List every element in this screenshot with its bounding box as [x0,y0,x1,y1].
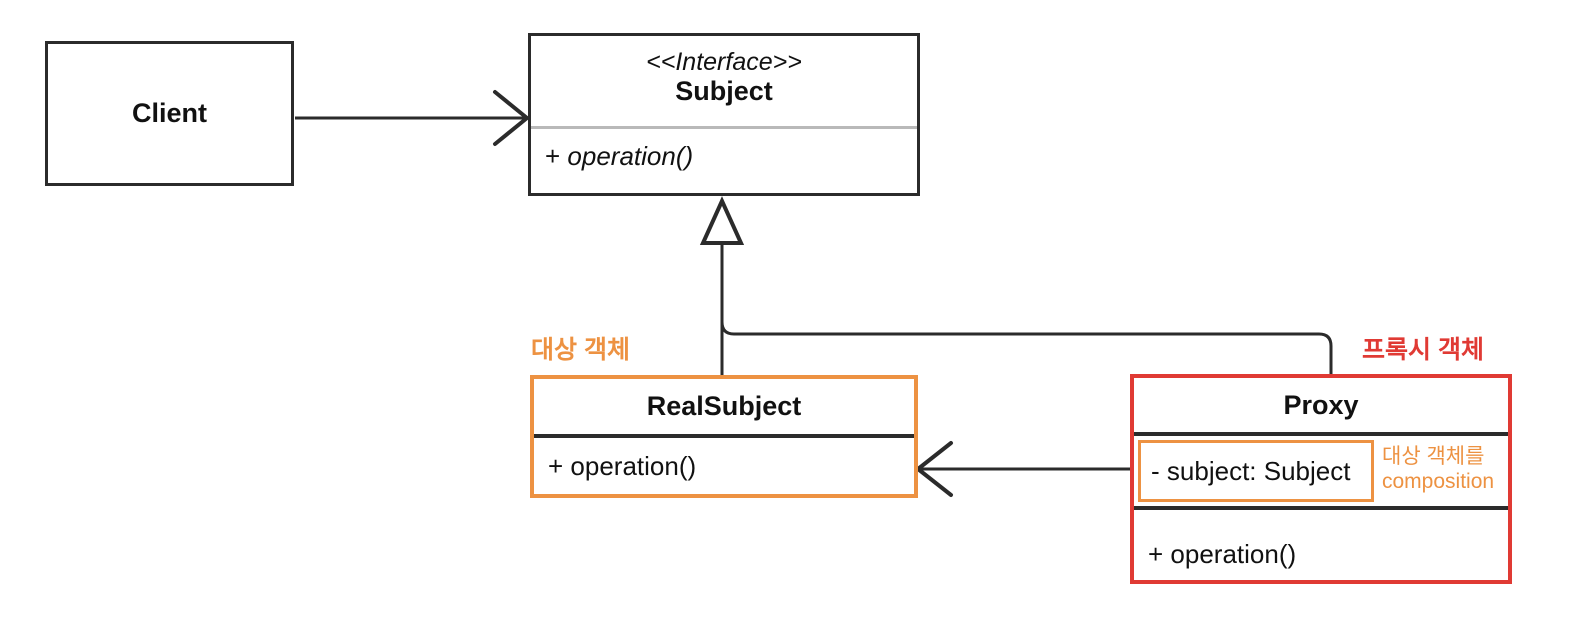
proxy-name-compartment: Proxy [1134,378,1508,436]
realsubject-class-name: RealSubject [646,391,802,422]
edge-realization-to-subject [699,196,1333,375]
proxy-class-name: Proxy [1283,389,1359,420]
proxy-operations-compartment: + operation() [1134,510,1508,580]
open-arrowhead-icon [493,90,529,146]
class-box-proxy[interactable]: Proxy - subject: Subject 대상 객체를 composit… [1130,374,1512,584]
proxy-operation-row: + operation() [1134,539,1296,570]
edge-proxy-to-realsubject [916,441,1130,497]
realsubject-name-compartment: RealSubject [534,379,914,438]
edge-client-to-subject [295,90,529,146]
subject-operation-row: + operation() [531,141,693,172]
subject-stereotype: <<Interface>> [646,48,802,76]
subject-operations-compartment: + operation() [531,129,917,193]
subject-name-compartment: <<Interface>> Subject [531,36,917,129]
proxy-attribute-visibility: - [1151,455,1160,486]
proxy-operation-visibility: + [1148,538,1164,569]
proxy-attribute-row: - subject: Subject [1141,456,1350,487]
subject-operation-visibility: + [545,141,561,171]
proxy-subject-field-highlight: - subject: Subject [1138,440,1374,502]
annotation-proxy-label: 프록시 객체 [1362,336,1484,364]
class-box-subject[interactable]: <<Interface>> Subject + operation() [528,33,920,196]
proxy-attributes-compartment: - subject: Subject 대상 객체를 composition [1134,436,1508,510]
realsubject-operation-signature: operation() [570,450,697,481]
composition-note-line-1: 대상 객체를 [1382,445,1485,468]
client-class-name: Client [131,98,207,129]
realsubject-operations-compartment: + operation() [534,438,914,494]
subject-operation-signature: operation() [567,141,694,171]
proxy-operation-signature: operation() [1170,538,1297,569]
subject-class-name: Subject [675,76,773,106]
hollow-triangle-icon [699,196,745,245]
composition-note-line-2: composition [1382,469,1495,493]
class-box-client[interactable]: Client [45,41,294,186]
annotation-realsubject-label: 대상 객체 [531,336,630,364]
realsubject-operation-row: + operation() [534,451,696,482]
realsubject-operation-visibility: + [548,450,564,481]
class-box-realsubject[interactable]: RealSubject + operation() [530,375,918,498]
open-arrowhead-icon [916,441,953,497]
client-name-compartment: Client [48,44,291,183]
proxy-attribute-signature: subject: Subject [1166,455,1351,486]
annotation-composition-note: 대상 객체를 composition [1382,445,1494,495]
